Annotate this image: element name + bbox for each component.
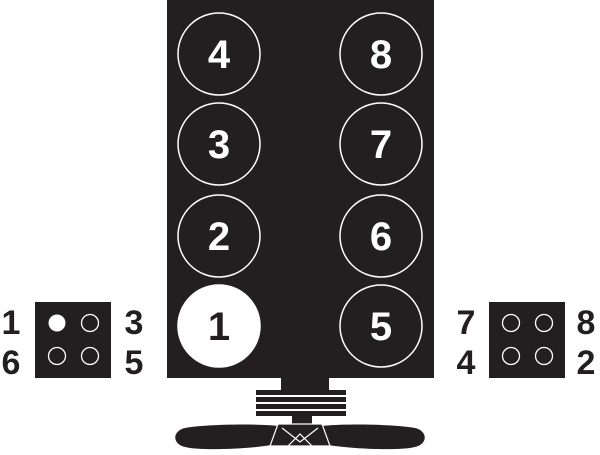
coil-terminal xyxy=(534,313,554,333)
cylinder-4: 4 xyxy=(177,12,261,96)
coil-pack-icon xyxy=(489,302,565,378)
left-coil-label-top-right: 3 xyxy=(125,304,144,342)
svg-text:1: 1 xyxy=(208,305,230,349)
coil-terminal xyxy=(534,346,554,366)
svg-text:5: 5 xyxy=(370,305,392,349)
left-coil-pack: 1 6 3 5 xyxy=(2,302,144,382)
fan-icon xyxy=(175,378,425,450)
right-coil-label-top-right: 8 xyxy=(577,304,596,342)
svg-text:6: 6 xyxy=(370,215,392,259)
left-coil-label-bottom-left: 6 xyxy=(2,344,21,382)
right-coil-pack: 7 4 8 2 xyxy=(457,302,596,382)
left-coil-label-bottom-right: 5 xyxy=(125,344,144,382)
coil-terminal xyxy=(501,313,521,333)
cylinder-3: 3 xyxy=(177,102,261,186)
svg-text:8: 8 xyxy=(370,33,392,77)
left-bank: 4 3 2 1 xyxy=(177,12,261,368)
pulley-groove-1 xyxy=(256,390,346,395)
left-coil-label-top-left: 1 xyxy=(2,304,21,342)
pulley-stem xyxy=(292,416,312,424)
right-coil-label-bottom-right: 2 xyxy=(577,344,596,382)
cylinder-6: 6 xyxy=(339,194,423,278)
cylinder-1-highlighted: 1 xyxy=(177,284,261,368)
svg-text:3: 3 xyxy=(208,123,230,167)
svg-text:7: 7 xyxy=(370,123,392,167)
pulley-hub xyxy=(281,378,329,390)
coil-terminal xyxy=(80,346,100,366)
fan-hub-detail xyxy=(281,427,319,447)
coil-pack-icon xyxy=(35,302,111,378)
fan-blade-left xyxy=(175,424,300,450)
coil-terminal-filled xyxy=(48,314,66,332)
right-coil-label-top-left: 7 xyxy=(457,304,476,342)
coil-terminal xyxy=(47,346,67,366)
pulley-groove-2 xyxy=(256,397,346,402)
pulley-groove-3 xyxy=(256,404,346,409)
cylinder-7: 7 xyxy=(339,102,423,186)
cylinder-8: 8 xyxy=(339,12,423,96)
cylinder-2: 2 xyxy=(177,194,261,278)
coil-terminal xyxy=(80,313,100,333)
coil-terminal xyxy=(501,346,521,366)
svg-text:2: 2 xyxy=(208,215,230,259)
fan-hub xyxy=(269,423,331,447)
svg-text:4: 4 xyxy=(208,33,231,77)
right-coil-label-bottom-left: 4 xyxy=(457,344,476,382)
pulley-groove-4 xyxy=(256,411,346,416)
cylinder-5: 5 xyxy=(339,284,423,368)
fan-blade-right xyxy=(300,424,425,450)
right-bank: 8 7 6 5 xyxy=(339,12,423,368)
